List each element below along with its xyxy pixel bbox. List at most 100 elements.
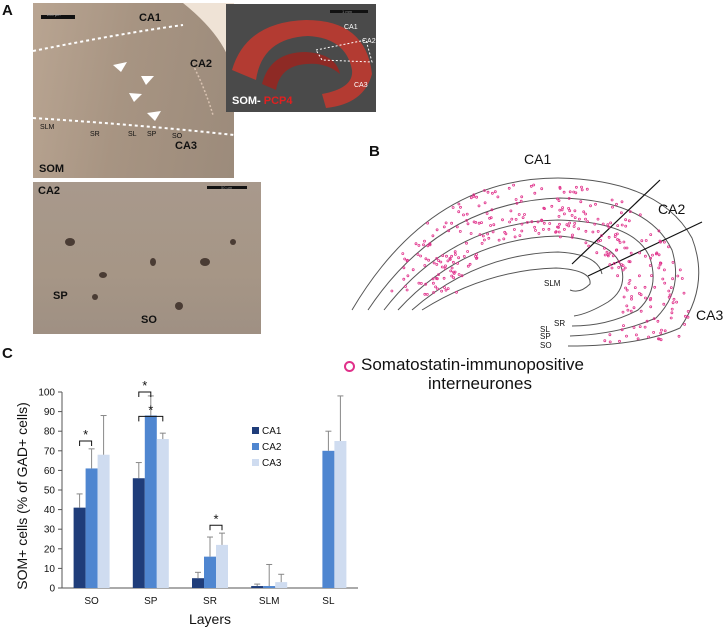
y-tick-label: 30 bbox=[44, 525, 56, 536]
interneuron-dot bbox=[568, 190, 572, 194]
interneuron-dot bbox=[472, 195, 476, 198]
interneuron-dot bbox=[562, 190, 566, 194]
interneuron-dot bbox=[608, 333, 612, 337]
interneuron-dot bbox=[655, 251, 659, 255]
interneuron-dot bbox=[489, 224, 493, 227]
interneuron-dot bbox=[644, 239, 648, 242]
schematic-label-slm: SLM bbox=[544, 279, 561, 288]
interneuron-dot bbox=[661, 277, 665, 281]
interneuron-dot bbox=[515, 201, 519, 205]
interneuron-dot bbox=[432, 261, 436, 265]
interneuron-dot bbox=[518, 234, 522, 237]
interneuron-dot bbox=[585, 187, 589, 191]
interneuron-dot bbox=[675, 300, 679, 304]
interneuron-dot bbox=[558, 185, 562, 189]
interneuron-dot bbox=[548, 222, 552, 225]
inset-caption: SOM- PCP4 bbox=[232, 95, 293, 107]
interneuron-dot bbox=[591, 230, 595, 234]
interneuron-dot bbox=[514, 218, 518, 221]
interneuron-dot bbox=[557, 215, 561, 218]
interneuron-dot bbox=[615, 202, 618, 206]
interneuron-dot bbox=[606, 253, 610, 256]
interneuron-dot bbox=[485, 212, 489, 215]
interneuron-dot bbox=[442, 225, 446, 229]
interneuron-dot bbox=[618, 241, 622, 244]
interneuron-dot bbox=[657, 253, 661, 257]
interneuron-dot bbox=[403, 257, 407, 261]
interneuron-dot bbox=[446, 287, 450, 291]
interneuron-dot bbox=[458, 230, 462, 233]
interneuron-dot bbox=[630, 297, 633, 301]
interneuron-dot bbox=[669, 316, 673, 320]
interneuron-dot bbox=[556, 225, 559, 229]
interneuron-dot bbox=[632, 306, 636, 310]
interneuron-dot bbox=[625, 304, 629, 308]
interneuron-dot bbox=[616, 238, 619, 241]
interneuron-dot bbox=[443, 266, 447, 270]
interneuron-dot bbox=[622, 240, 626, 244]
interneuron-dot bbox=[457, 273, 461, 276]
interneuron-dot bbox=[637, 274, 641, 278]
interneuron-dot bbox=[663, 329, 667, 333]
interneuron-dot bbox=[616, 274, 620, 278]
interneuron-dot bbox=[633, 286, 637, 290]
interneuron-dot bbox=[508, 220, 512, 224]
interneuron-dot bbox=[520, 195, 524, 199]
interneuron-dot bbox=[667, 289, 671, 293]
interneuron-dot bbox=[621, 268, 625, 272]
interneuron-dot bbox=[478, 233, 482, 236]
label-sr: SR bbox=[90, 131, 100, 138]
interneuron-dot bbox=[520, 222, 524, 226]
interneuron-dot bbox=[649, 256, 653, 260]
interneuron-dot bbox=[617, 260, 621, 263]
y-tick-label: 100 bbox=[38, 388, 55, 399]
y-tick-label: 20 bbox=[44, 544, 56, 555]
interneuron-dot bbox=[554, 230, 558, 234]
interneuron-dot bbox=[556, 197, 559, 201]
interneuron-dot bbox=[451, 206, 455, 209]
y-tick-label: 60 bbox=[44, 466, 56, 477]
bar-ca2-slm bbox=[263, 586, 276, 588]
interneuron-dot bbox=[574, 185, 578, 189]
interneuron-dot bbox=[626, 308, 630, 312]
interneuron-dot bbox=[507, 186, 511, 190]
region-boundaries bbox=[571, 179, 703, 277]
interneuron-dot bbox=[423, 292, 427, 296]
legend-swatch-ca3 bbox=[252, 459, 259, 466]
interneuron-dot bbox=[465, 212, 469, 216]
interneuron-dot bbox=[567, 224, 571, 228]
interneuron-dot bbox=[440, 289, 443, 293]
interneuron-dot bbox=[483, 189, 486, 192]
interneuron-dot bbox=[480, 242, 484, 245]
interneuron-dot bbox=[540, 219, 544, 223]
bar-ca2-so bbox=[85, 468, 98, 588]
interneuron-dot bbox=[457, 256, 460, 260]
interneuron-dot bbox=[456, 262, 459, 265]
interneuron-dot bbox=[565, 223, 569, 227]
interneuron-dot bbox=[537, 232, 541, 235]
interneuron-dot bbox=[630, 295, 634, 298]
interneuron-dots bbox=[390, 183, 690, 344]
interneuron-dot bbox=[672, 297, 676, 301]
interneuron-dot bbox=[617, 266, 621, 269]
interneuron-dot bbox=[652, 330, 656, 334]
interneuron-dot bbox=[659, 331, 663, 335]
interneuron-dot bbox=[611, 205, 614, 209]
interneuron-dot bbox=[459, 205, 462, 209]
scale-bar-label: 200 µm bbox=[47, 12, 61, 17]
interneuron-dot bbox=[622, 324, 625, 328]
interneuron-dot bbox=[402, 266, 406, 270]
interneuron-dot bbox=[448, 258, 452, 261]
interneuron-dot bbox=[606, 223, 610, 227]
interneuron-dot bbox=[432, 291, 435, 294]
interneuron-dot bbox=[432, 281, 435, 285]
interneuron-dot bbox=[493, 190, 497, 194]
interneuron-dot bbox=[452, 260, 455, 264]
interneuron-dot bbox=[521, 216, 525, 219]
interneuron-dot bbox=[450, 274, 454, 278]
interneuron-dot bbox=[663, 281, 667, 285]
interneuron-dot bbox=[496, 195, 500, 199]
interneuron-dot bbox=[405, 259, 409, 263]
interneuron-dot bbox=[671, 277, 675, 281]
interneuron-dot bbox=[442, 276, 446, 280]
